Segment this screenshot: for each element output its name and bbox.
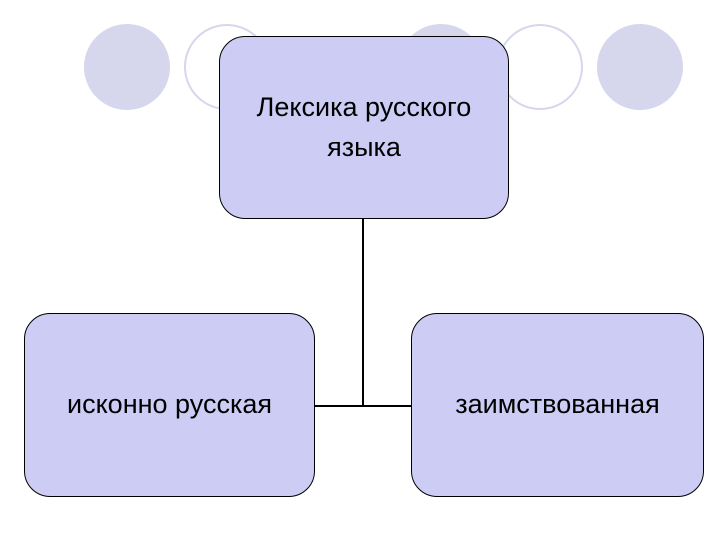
- root-label-line1: Лексика русского: [256, 92, 472, 123]
- child-node-borrowed: заимствованная: [411, 313, 704, 497]
- decor-ring-4: [497, 24, 583, 110]
- root-node: Лексика русского языка: [219, 36, 509, 219]
- root-node-text: Лексика русского языка: [257, 88, 472, 166]
- decor-circle-5: [597, 24, 683, 110]
- decor-circle-1: [84, 24, 170, 110]
- child-node-borrowed-label: заимствованная: [455, 389, 660, 420]
- child-node-native: исконно русская: [24, 313, 315, 497]
- root-label-line2: языка: [327, 131, 401, 162]
- child-node-native-label: исконно русская: [66, 389, 272, 420]
